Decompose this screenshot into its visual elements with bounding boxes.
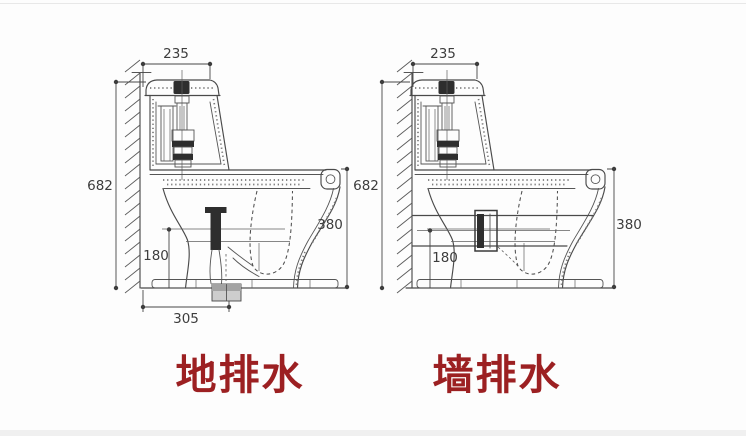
dim-outlet-height-label: 180 xyxy=(432,250,458,266)
dim-total-height-label: 682 xyxy=(353,178,379,194)
dim-tank-width: 235 xyxy=(140,46,213,87)
wall-hatching xyxy=(124,59,141,294)
outlet-standpipe xyxy=(210,213,221,250)
wall-drain-diagram: 235 682 380 180 xyxy=(353,46,642,294)
wall-hatching xyxy=(396,59,413,294)
floor-drain-diagram: 235 682 380 180 305 xyxy=(87,46,350,327)
dim-bowl-height: 380 xyxy=(317,166,350,290)
wall-section xyxy=(124,59,152,294)
photo-bottom-edge xyxy=(0,430,746,436)
wall-drain-outlet xyxy=(411,209,594,269)
dim-outlet-height: 180 xyxy=(143,227,172,288)
dim-total-height: 682 xyxy=(353,79,410,291)
wall-section xyxy=(396,59,424,294)
dim-total-height: 682 xyxy=(87,79,146,291)
dimensions: 235 682 380 180 305 xyxy=(87,46,350,327)
dim-bowl-height: 380 xyxy=(607,166,642,290)
caption-floor-drain: 地排水 xyxy=(176,352,305,398)
caption-wall-drain: 墙排水 xyxy=(433,352,562,398)
outlet-flange xyxy=(474,209,498,252)
outlet-flange xyxy=(205,207,227,213)
floor-drain-outlet xyxy=(205,207,260,302)
dim-rough-in: 305 xyxy=(140,290,232,327)
dim-tank-width-label: 235 xyxy=(163,46,189,62)
dimensions: 235 682 380 180 xyxy=(353,46,642,291)
toilet-drawing xyxy=(140,69,349,289)
dim-outlet-height: 180 xyxy=(427,228,458,288)
dim-outlet-height-label: 180 xyxy=(143,248,169,264)
dim-rough-in-label: 305 xyxy=(173,311,199,327)
dim-bowl-height-label: 380 xyxy=(317,217,343,233)
dim-bowl-height-label: 380 xyxy=(616,217,642,233)
dim-total-height-label: 682 xyxy=(87,178,113,194)
dim-tank-width-label: 235 xyxy=(430,46,456,62)
dim-tank-width: 235 xyxy=(410,46,480,87)
